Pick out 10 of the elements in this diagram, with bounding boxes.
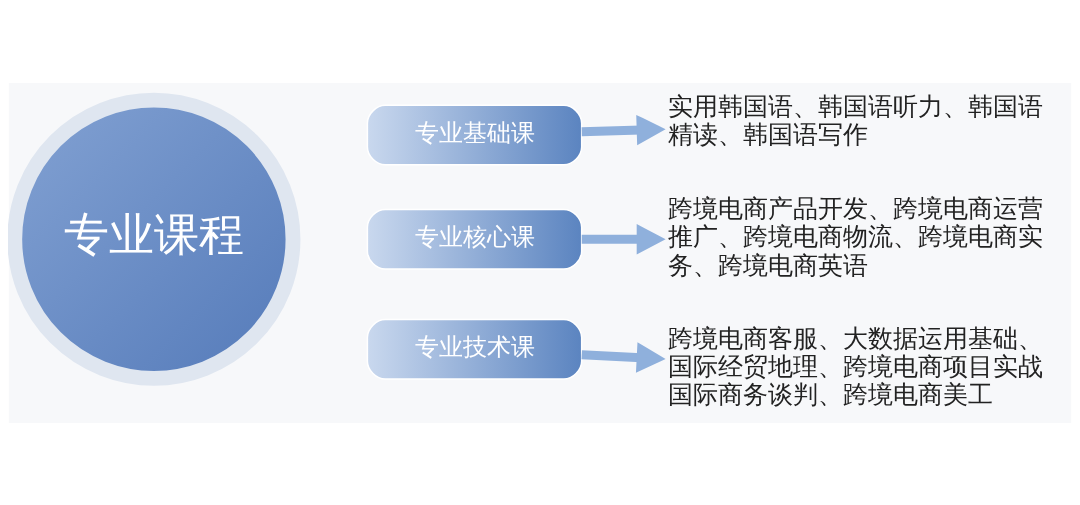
node-circle: 专业课程: [8, 92, 301, 386]
node-box: 专业核心课: [366, 208, 583, 270]
node-text: 实用韩国语、韩国语听力、韩国语精读、韩国语写作: [667, 91, 1043, 149]
arrow: [581, 223, 666, 254]
arrow: [581, 114, 666, 145]
arrow: [581, 341, 666, 373]
node-text: 跨境电商产品开发、跨境电商运营推广、跨境电商物流、跨境电商实务、跨境电商英语: [667, 193, 1043, 280]
node-text: 跨境电商客服、大数据运用基础、国际经贸地理、跨境电商项目实战国际商务谈判、跨境电商美工: [667, 323, 1043, 409]
node-box: 专业基础课: [366, 104, 583, 166]
node-box: 专业技术课: [366, 318, 583, 380]
